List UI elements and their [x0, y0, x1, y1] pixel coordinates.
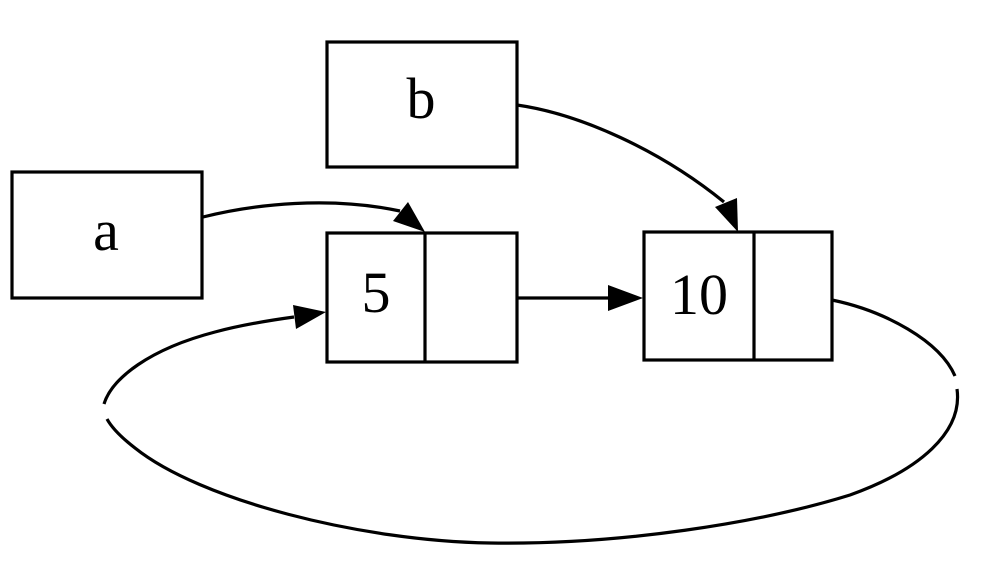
- cons-cell-10: 10: [642, 230, 834, 362]
- edge-b-to-cons10-arrowhead-icon: [715, 198, 738, 232]
- variable-label-b: b: [407, 66, 436, 131]
- cons-cell-5-value: 5: [362, 260, 391, 325]
- edge-cons5-cdr-to-cons10: [517, 285, 643, 311]
- cons-cell-5-box: [325, 231, 519, 364]
- edge-a-to-cons5-line: [202, 201, 401, 219]
- cons-cell-10-value: 10: [670, 262, 728, 327]
- edge-b-to-cons10-line: [516, 103, 726, 204]
- variable-box-a: [10, 170, 204, 300]
- variable-box-b-group: b: [325, 40, 519, 169]
- variable-label-a: a: [93, 198, 119, 263]
- edge-cons10-cdr-to-cons5-segment-left: [102, 315, 295, 405]
- edge-cons10-cdr-to-cons5-arrowhead-icon: [293, 305, 326, 329]
- edge-a-to-cons5: [202, 201, 425, 232]
- variable-box-b: [325, 40, 519, 169]
- edge-a-to-cons5-arrowhead-icon: [393, 202, 425, 232]
- variable-box-a-group: a: [10, 170, 204, 300]
- edge-cons10-cdr-to-cons5: [102, 298, 960, 545]
- cons-cell-5: 5: [325, 231, 519, 364]
- edge-b-to-cons10: [516, 103, 738, 232]
- edge-cons5-cdr-to-cons10-arrowhead-icon: [608, 285, 643, 311]
- edge-cons10-cdr-to-cons5-segment-right: [831, 298, 957, 377]
- edge-cons10-cdr-to-cons5-segment-bottom: [105, 388, 960, 545]
